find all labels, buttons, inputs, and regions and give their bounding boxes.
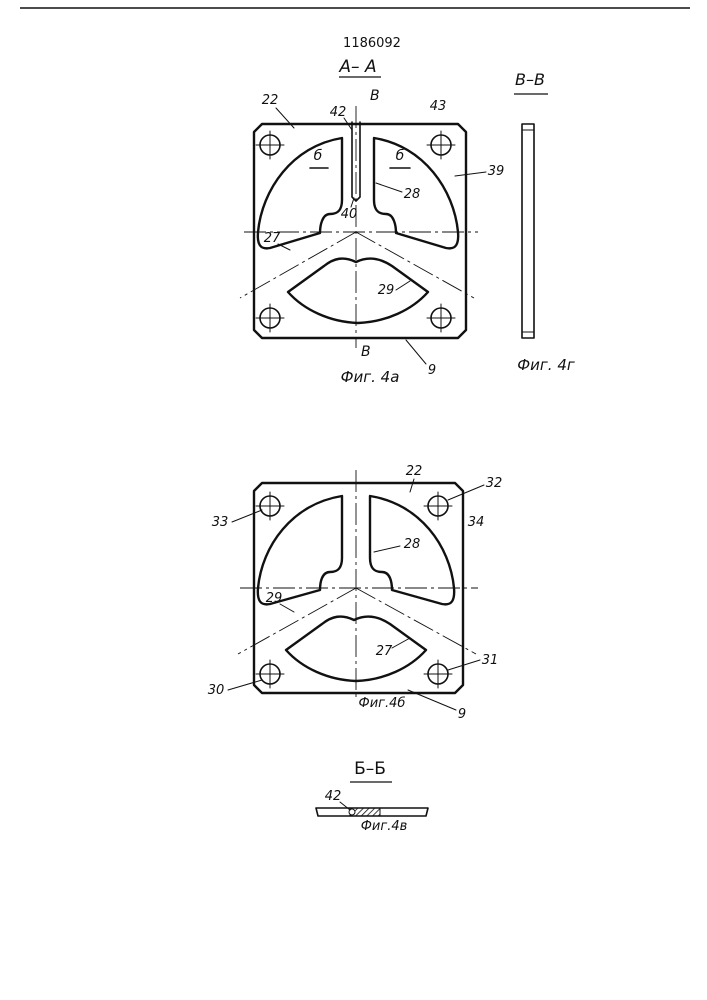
cut-label-top: В — [370, 88, 380, 104]
figure-4v: Б–Б 42 Фиг.4в — [316, 759, 428, 834]
ref-31: 31 — [482, 653, 499, 668]
fig-4g-caption: Фиг. 4г — [517, 356, 575, 374]
section-aa-title: А– А — [338, 57, 376, 77]
fig-4a-caption: Фиг. 4а — [341, 368, 400, 386]
ref-34: 34 — [468, 515, 485, 530]
ref-27: 27 — [376, 644, 393, 659]
figure-4b: 22 32 33 34 28 29 27 31 30 9 Фиг.4б — [208, 464, 503, 722]
ref-32: 32 — [486, 476, 503, 491]
centerline-diag-left — [238, 588, 356, 654]
section-bb-title: Б–Б — [354, 759, 386, 779]
fig-4b-caption: Фиг.4б — [359, 696, 406, 711]
section-vv-title: В–В — [515, 70, 545, 89]
window-bottom — [288, 259, 428, 323]
ref-42: 42 — [325, 789, 342, 804]
plate-edge-view — [522, 124, 534, 338]
ref-28: 28 — [404, 187, 421, 202]
hole-crosshairs — [256, 131, 455, 332]
centerline-diag-right — [356, 232, 474, 298]
ref-28: 28 — [404, 537, 421, 552]
ref-39: 39 — [488, 164, 505, 179]
fig-4v-caption: Фиг.4в — [361, 819, 408, 834]
figure-4a: А– А В В б б — [240, 57, 504, 386]
zone-label-right: б — [396, 148, 405, 164]
ref-9: 9 — [428, 363, 436, 378]
ref-29: 29 — [378, 283, 395, 298]
ref-22: 22 — [406, 464, 423, 479]
ref-43: 43 — [430, 99, 447, 114]
ref-9: 9 — [458, 707, 466, 722]
zone-label-left: б — [314, 148, 323, 164]
patent-number: 1186092 — [343, 36, 401, 51]
cut-label-bottom: В — [361, 344, 371, 360]
ref-33: 33 — [212, 515, 229, 530]
ref-30: 30 — [208, 683, 225, 698]
ref-40: 40 — [341, 207, 358, 222]
ref-22: 22 — [262, 93, 279, 108]
figure-4g: В–В Фиг. 4г — [514, 70, 575, 374]
